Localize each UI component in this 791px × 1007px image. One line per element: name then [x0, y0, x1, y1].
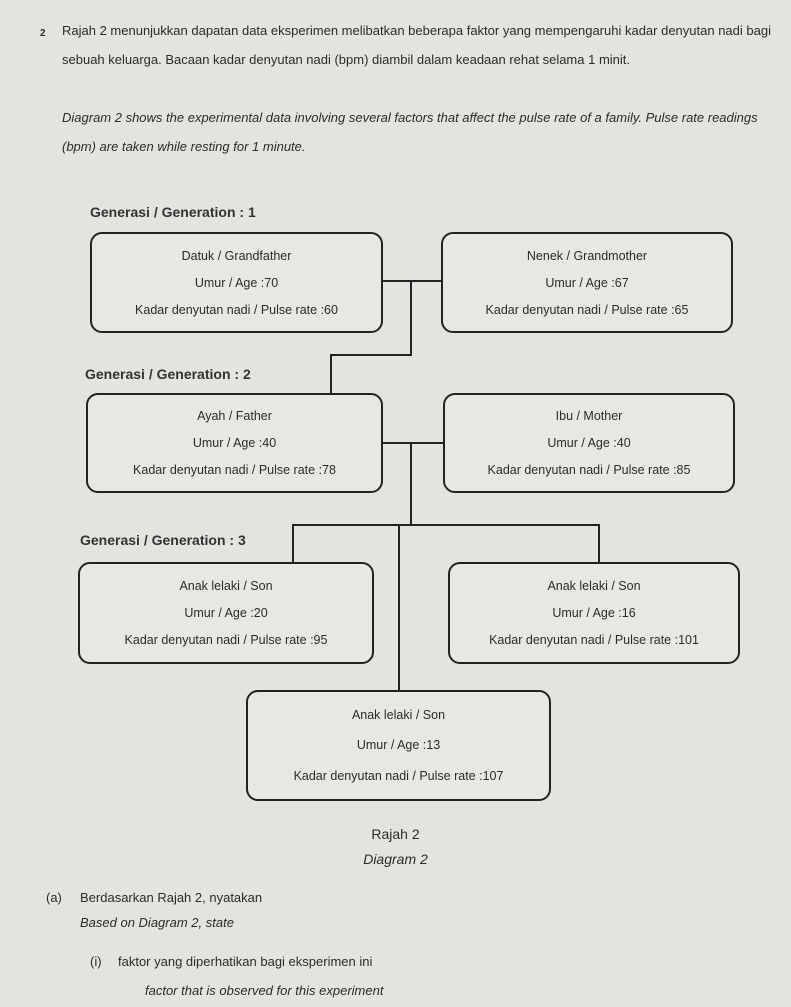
grandfather-pulse: Kadar denyutan nadi / Pulse rate :60	[135, 302, 338, 317]
son-1-card: Anak lelaki / Son Umur / Age :20 Kadar d…	[78, 562, 374, 664]
son3-link-line	[398, 524, 400, 691]
sub-i-malay: faktor yang diperhatikan bagi eksperimen…	[118, 954, 373, 969]
father-card: Ayah / Father Umur / Age :40 Kadar denyu…	[86, 393, 383, 493]
son-3-card: Anak lelaki / Son Umur / Age :13 Kadar d…	[246, 690, 551, 801]
son-1-pulse: Kadar denyutan nadi / Pulse rate :95	[124, 633, 328, 648]
grandmother-card: Nenek / Grandmother Umur / Age :67 Kadar…	[441, 232, 733, 333]
father-link-line	[330, 354, 332, 395]
sub-i-english: factor that is observed for this experim…	[145, 983, 384, 998]
part-a-malay: Berdasarkan Rajah 2, nyatakan	[80, 890, 263, 905]
generation-1-label: Generasi / Generation : 1	[90, 204, 256, 220]
father-relation: Ayah / Father	[197, 409, 272, 424]
son-1-age: Umur / Age :20	[184, 605, 268, 620]
son2-link-line	[598, 524, 600, 564]
part-a-label: (a)	[46, 890, 62, 905]
son1-link-line	[292, 524, 294, 564]
part-a-english: Based on Diagram 2, state	[80, 915, 234, 930]
mother-age: Umur / Age :40	[547, 435, 631, 450]
diagram-caption-english: Diagram 2	[363, 851, 428, 867]
father-pulse: Kadar denyutan nadi / Pulse rate :78	[133, 462, 336, 477]
diagram-caption-malay: Rajah 2	[371, 826, 420, 842]
branch-line-gen1	[330, 354, 412, 356]
son-2-relation: Anak lelaki / Son	[547, 578, 641, 593]
mother-pulse: Kadar denyutan nadi / Pulse rate :85	[487, 462, 691, 477]
question-number: 2	[40, 28, 46, 39]
mother-card: Ibu / Mother Umur / Age :40 Kadar denyut…	[443, 393, 735, 493]
descent-line-gen2	[410, 442, 412, 526]
son-3-age: Umur / Age :13	[356, 738, 441, 753]
grandfather-card: Datuk / Grandfather Umur / Age :70 Kadar…	[90, 232, 383, 333]
generation-3-label: Generasi / Generation : 3	[80, 532, 246, 548]
marriage-line-gen2	[382, 442, 444, 444]
mother-relation: Ibu / Mother	[555, 409, 623, 424]
intro-english: Diagram 2 shows the experimental data in…	[62, 110, 758, 154]
grandmother-pulse: Kadar denyutan nadi / Pulse rate :65	[485, 302, 689, 317]
grandmother-age: Umur / Age :67	[545, 275, 629, 290]
son-2-age: Umur / Age :16	[552, 605, 636, 620]
sibling-line	[292, 524, 600, 526]
son-1-relation: Anak lelaki / Son	[179, 578, 273, 593]
intro-malay: Rajah 2 menunjukkan dapatan data eksperi…	[62, 23, 771, 67]
son-2-pulse: Kadar denyutan nadi / Pulse rate :101	[489, 633, 699, 648]
sub-i-label: (i)	[90, 954, 102, 969]
grandmother-relation: Nenek / Grandmother	[526, 248, 648, 263]
grandfather-age: Umur / Age :70	[194, 275, 279, 290]
descent-line-gen1	[410, 280, 412, 355]
son-2-card: Anak lelaki / Son Umur / Age :16 Kadar d…	[448, 562, 740, 664]
son-3-relation: Anak lelaki / Son	[351, 708, 446, 723]
father-age: Umur / Age :40	[192, 435, 277, 450]
marriage-line-gen1	[382, 280, 442, 282]
generation-2-label: Generasi / Generation : 2	[85, 366, 251, 382]
son-3-pulse: Kadar denyutan nadi / Pulse rate :107	[293, 768, 504, 783]
grandfather-relation: Datuk / Grandfather	[181, 248, 292, 263]
